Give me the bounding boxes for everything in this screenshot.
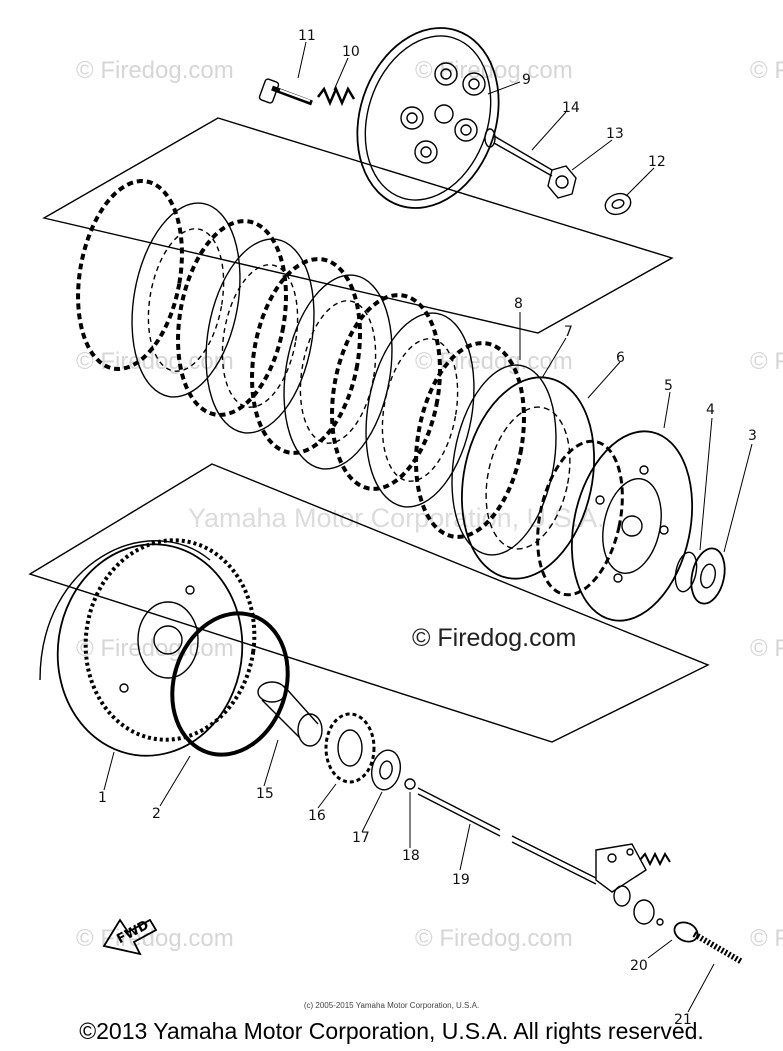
part-label-3: 3 [748,428,757,444]
part-label-13: 13 [606,126,624,142]
watermark: © Firedog.com [750,925,783,952]
part-18-ball [404,778,416,790]
part-5-clutch-boss [536,430,694,622]
part-14-push-rod [484,128,553,177]
part-17-washer [370,749,402,791]
watermark: © Firedog.com [76,635,234,662]
part-label-15: 15 [256,786,274,802]
housing-guide-frame [28,463,710,743]
plates-guide-frame [42,117,674,334]
part-label-12: 12 [648,154,666,170]
part-label-14: 14 [562,100,580,116]
part-label-1: 1 [98,790,107,806]
part-1-clutch-housing [39,538,257,757]
leader-lines [103,41,753,1013]
push-lever-assembly [595,843,671,926]
footer-copyright: ©2013 Yamaha Motor Corporation, U.S.A. A… [79,1018,704,1044]
firedog-watermark: © Firedog.com [412,624,577,652]
part-9-pressure-plate [356,27,500,209]
part-4-washer [674,551,698,593]
part-11-bolt [258,78,313,106]
watermark: © Firedog.com [76,57,234,84]
watermark: © Firedog.com [750,635,783,662]
part-16-gear [324,712,376,784]
part-label-8: 8 [514,296,523,312]
part-label-10: 10 [342,44,360,60]
part-13-nut [547,165,577,199]
part-10-spring [317,85,356,107]
part-label-20: 20 [630,958,648,974]
part-15-collar [257,681,323,747]
part-label-5: 5 [664,378,673,394]
part-label-7: 7 [564,324,573,340]
part-label-2: 2 [152,806,161,822]
part-label-19: 19 [452,872,470,888]
fwd-arrow [102,918,158,956]
part-19-push-rod [417,787,597,885]
part-12-washer [604,192,632,216]
part-label-4: 4 [706,402,715,418]
inner-copyright: (c) 2005-2015 Yamaha Motor Corporation, … [303,1001,480,1010]
watermark: © Firedog.com [415,925,573,952]
watermark: © Firedog.com [750,57,783,84]
part-label-16: 16 [308,808,326,824]
part-2-o-ring [170,611,290,757]
part-label-21: 21 [674,1012,692,1028]
part-label-6: 6 [616,350,625,366]
part-label-18: 18 [402,848,420,864]
part-21-adjusting-screw [692,931,744,965]
center-watermark: Yamaha Motor Corporation, U.S.A. [188,503,605,533]
part-label-17: 17 [352,830,370,846]
part-label-11: 11 [298,28,316,44]
part-3-lock-washer [690,547,726,605]
part-6-plate [461,376,595,580]
watermark: © Firedog.com [750,348,783,375]
clutch-plates-stack [76,179,557,556]
part-label-9: 9 [522,72,531,88]
